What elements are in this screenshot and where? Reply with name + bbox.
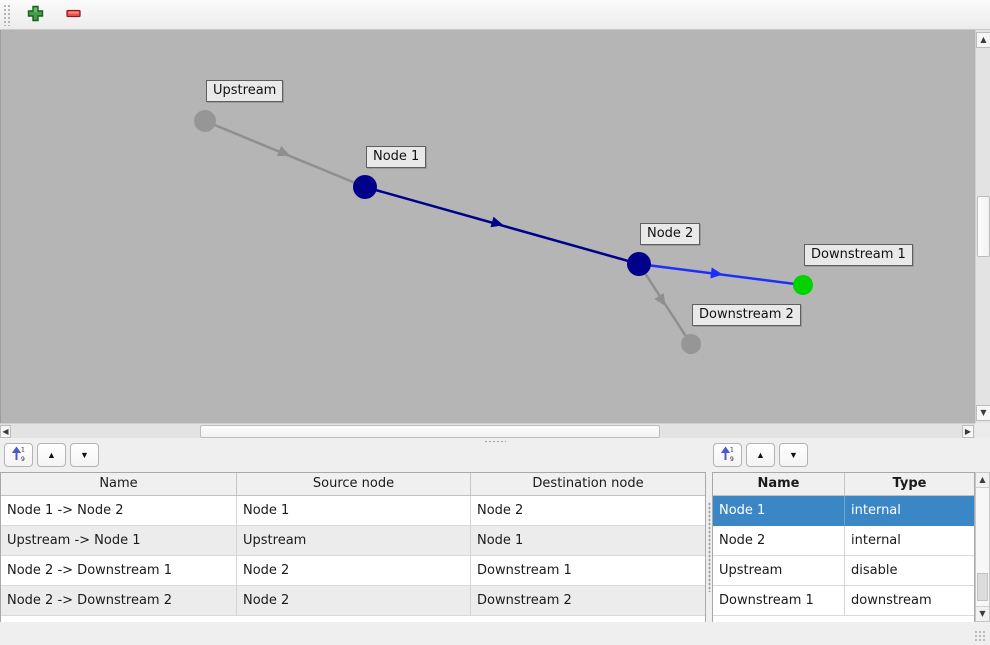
table-row-selected[interactable]: Node 1 internal xyxy=(713,496,974,526)
scroll-down-button[interactable]: ▼ xyxy=(976,606,989,621)
column-header-name[interactable]: Name xyxy=(713,473,845,496)
cell-name[interactable]: Upstream xyxy=(713,556,845,586)
minus-icon xyxy=(65,5,82,25)
status-bar xyxy=(0,622,990,645)
column-header-source[interactable]: Source node xyxy=(237,473,471,496)
canvas-horizontal-scrollbar[interactable]: ◀ ▶ xyxy=(0,423,975,438)
nodes-table-scrollbar[interactable]: ▲ ▼ xyxy=(975,472,990,622)
cell-source[interactable]: Node 1 xyxy=(237,496,471,526)
edges-table: Name Source node Destination node Node 1… xyxy=(0,472,706,625)
cell-name[interactable]: Upstream -> Node 1 xyxy=(1,526,237,556)
scroll-thumb[interactable] xyxy=(977,573,988,601)
sort-edges-button[interactable]: 1 9 xyxy=(4,443,33,467)
graph-canvas[interactable]: Upstream Node 1 Node 2 Downstream 1 Down… xyxy=(0,30,975,423)
column-header-type[interactable]: Type xyxy=(845,473,974,496)
scroll-down-button[interactable]: ▼ xyxy=(976,405,990,421)
node-label-downstream2[interactable]: Downstream 2 xyxy=(692,304,801,326)
triangle-down-icon: ▼ xyxy=(789,450,798,460)
svg-text:1: 1 xyxy=(21,447,25,454)
nodes-table: Name Type Node 1 internal Node 2 interna… xyxy=(712,472,975,625)
edge-arrow xyxy=(710,267,723,279)
plus-icon xyxy=(27,5,44,25)
scroll-up-button[interactable]: ▲ xyxy=(976,473,989,488)
graph-svg xyxy=(194,110,813,354)
table-row[interactable]: Upstream -> Node 1 Upstream Node 1 xyxy=(1,526,705,556)
cell-name[interactable]: Node 2 -> Downstream 2 xyxy=(1,586,237,616)
nodes-table-header: Name Type xyxy=(713,473,974,496)
triangle-up-icon: ▲ xyxy=(47,450,56,460)
table-empty-area xyxy=(1,616,705,624)
node-node1[interactable] xyxy=(353,175,377,199)
sort-nodes-button[interactable]: 1 9 xyxy=(713,443,742,467)
move-node-up-button[interactable]: ▲ xyxy=(746,443,775,467)
cell-type[interactable]: downstream xyxy=(845,586,974,616)
sort-ascending-icon: 1 9 xyxy=(720,446,736,464)
cell-source[interactable]: Node 2 xyxy=(237,586,471,616)
table-row[interactable]: Node 1 -> Node 2 Node 1 Node 2 xyxy=(1,496,705,526)
node-label-downstream1[interactable]: Downstream 1 xyxy=(804,244,913,266)
sort-ascending-icon: 1 9 xyxy=(11,446,27,464)
table-row[interactable]: Node 2 -> Downstream 1 Node 2 Downstream… xyxy=(1,556,705,586)
node-label-upstream[interactable]: Upstream xyxy=(206,80,284,102)
edge-arrow xyxy=(490,216,504,228)
cell-source[interactable]: Node 2 xyxy=(237,556,471,586)
table-row[interactable]: Node 2 -> Downstream 2 Node 2 Downstream… xyxy=(1,586,705,616)
cell-type[interactable]: internal xyxy=(845,526,974,556)
vertical-scroll-thumb[interactable] xyxy=(977,196,990,257)
cell-type[interactable]: internal xyxy=(845,496,974,526)
cell-destination[interactable]: Node 2 xyxy=(471,496,705,526)
scrollbar-corner xyxy=(975,423,990,438)
splitter-handle-icon xyxy=(484,439,506,443)
move-node-down-button[interactable]: ▼ xyxy=(779,443,808,467)
scroll-up-button[interactable]: ▲ xyxy=(976,32,990,48)
svg-text:9: 9 xyxy=(730,456,734,462)
horizontal-splitter[interactable] xyxy=(0,438,990,444)
cell-name[interactable]: Node 2 -> Downstream 1 xyxy=(1,556,237,586)
column-header-destination[interactable]: Destination node xyxy=(471,473,705,496)
table-empty-area xyxy=(713,616,974,624)
add-button[interactable] xyxy=(20,2,50,28)
toolbar-drag-handle[interactable] xyxy=(3,3,12,26)
cell-name[interactable]: Node 1 xyxy=(713,496,845,526)
cell-source[interactable]: Upstream xyxy=(237,526,471,556)
remove-button[interactable] xyxy=(58,2,88,28)
move-edge-down-button[interactable]: ▼ xyxy=(70,443,99,467)
cell-destination[interactable]: Node 1 xyxy=(471,526,705,556)
horizontal-scroll-thumb[interactable] xyxy=(200,425,660,438)
node-label-node2[interactable]: Node 2 xyxy=(640,223,701,245)
edge-node1-node2[interactable] xyxy=(364,185,640,266)
column-header-name[interactable]: Name xyxy=(1,473,237,496)
move-edge-up-button[interactable]: ▲ xyxy=(37,443,66,467)
cell-destination[interactable]: Downstream 2 xyxy=(471,586,705,616)
cell-destination[interactable]: Downstream 1 xyxy=(471,556,705,586)
edges-panel-toolbar: 1 9 ▲ ▼ xyxy=(4,443,99,468)
cell-name[interactable]: Node 2 xyxy=(713,526,845,556)
cell-type[interactable]: disable xyxy=(845,556,974,586)
edges-table-header: Name Source node Destination node xyxy=(1,473,705,496)
nodes-panel-toolbar: 1 9 ▲ ▼ xyxy=(713,443,808,468)
triangle-down-icon: ▼ xyxy=(80,450,89,460)
edge-arrow xyxy=(276,145,291,157)
main-toolbar xyxy=(0,0,990,30)
table-row[interactable]: Downstream 1 downstream xyxy=(713,586,974,616)
scroll-left-button[interactable]: ◀ xyxy=(0,425,11,438)
table-row[interactable]: Node 2 internal xyxy=(713,526,974,556)
svg-text:1: 1 xyxy=(730,447,734,454)
node-label-node1[interactable]: Node 1 xyxy=(366,146,427,168)
node-node2[interactable] xyxy=(627,252,651,276)
node-upstream[interactable] xyxy=(194,110,216,132)
node-downstream2[interactable] xyxy=(681,334,701,354)
cell-name[interactable]: Node 1 -> Node 2 xyxy=(1,496,237,526)
scroll-right-button[interactable]: ▶ xyxy=(962,425,974,438)
table-row[interactable]: Upstream disable xyxy=(713,556,974,586)
vertical-splitter[interactable] xyxy=(706,472,712,622)
triangle-up-icon: ▲ xyxy=(756,450,765,460)
svg-text:9: 9 xyxy=(21,456,25,462)
cell-name[interactable]: Downstream 1 xyxy=(713,586,845,616)
splitter-handle-icon xyxy=(707,502,711,592)
resize-grip-icon[interactable] xyxy=(974,630,986,642)
node-downstream1[interactable] xyxy=(793,275,813,295)
edge-arrow xyxy=(654,293,666,307)
canvas-vertical-scrollbar[interactable]: ▲ ▼ xyxy=(975,30,990,423)
